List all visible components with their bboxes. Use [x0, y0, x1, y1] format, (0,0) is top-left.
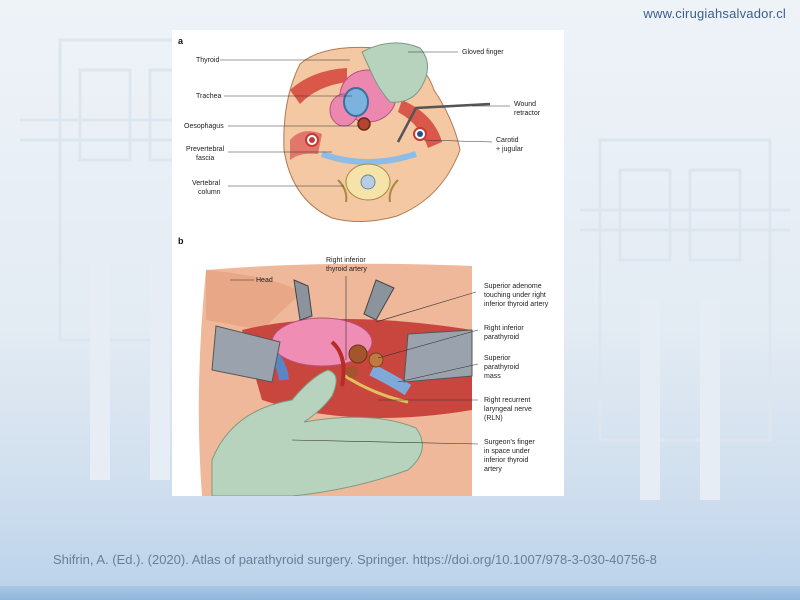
label-spm-1: Superior [484, 355, 511, 362]
label-rln-3: (RLN) [484, 415, 503, 422]
parathyroid-nodule-2 [368, 352, 384, 368]
label-finger-3: inferior thyroid [484, 457, 528, 464]
trachea [343, 87, 369, 117]
label-spm-3: mass [484, 373, 501, 380]
label-superior-adenoma-3: inferior thyroid artery [484, 301, 549, 308]
citation-text: Shifrin, A. (Ed.). (2020). Atlas of para… [53, 552, 657, 567]
label-rip-1: Right inferior [484, 325, 524, 332]
retractor-left [211, 325, 281, 383]
panel-b-letter: b [178, 236, 184, 246]
retractor-right [403, 329, 473, 383]
label-rita-1: Right inferior [326, 257, 366, 264]
inferior-thyroid-artery [330, 340, 346, 387]
label-rip-2: parathyroid [484, 334, 519, 341]
label-spm-2: parathyroid [484, 364, 519, 371]
forceps-right [363, 279, 395, 321]
gloved-finger [361, 42, 428, 103]
label-oesophagus: Oesophagus [184, 123, 224, 130]
label-rita-2: thyroid artery [326, 266, 367, 273]
label-head: Head [256, 277, 273, 284]
site-url: www.cirugiahsalvador.cl [643, 6, 786, 21]
bottom-band [0, 586, 800, 600]
label-vertebral-2: column [198, 189, 221, 196]
label-prevertebral-1: Prevertebral [186, 146, 225, 153]
label-gloved-finger: Gloved finger [462, 49, 504, 56]
label-rln-1: Right recurrent [484, 397, 530, 404]
label-thyroid: Thyroid [196, 57, 219, 64]
label-finger-4: artery [484, 466, 502, 473]
wound-retractor [396, 102, 491, 143]
label-prevertebral-2: fascia [196, 155, 214, 162]
label-trachea: Trachea [196, 93, 222, 100]
parathyroid-nodule-1 [348, 344, 368, 364]
rln-nerve [341, 372, 409, 404]
label-finger-2: in space under [484, 448, 531, 455]
label-superior-adenoma-2: touching under right [484, 292, 546, 299]
anatomy-figure: a [172, 30, 564, 496]
label-carotid-1: Carotid [496, 137, 519, 144]
label-wound-retractor-1: Wound [514, 101, 536, 108]
label-vertebral-1: Vertebral [192, 180, 220, 187]
forceps-left [293, 279, 313, 321]
label-wound-retractor-2: retractor [514, 110, 541, 117]
label-finger-1: Surgeon's finger [484, 439, 535, 446]
panel-a-letter: a [178, 36, 184, 46]
label-rln-2: laryngeal nerve [484, 406, 532, 413]
label-superior-adenoma-1: Superior adenome [484, 283, 542, 290]
surgeons-hand [211, 369, 423, 496]
anatomy-illustration: a [178, 36, 549, 496]
oesophagus [357, 117, 371, 131]
label-carotid-2: + jugular [496, 146, 524, 153]
